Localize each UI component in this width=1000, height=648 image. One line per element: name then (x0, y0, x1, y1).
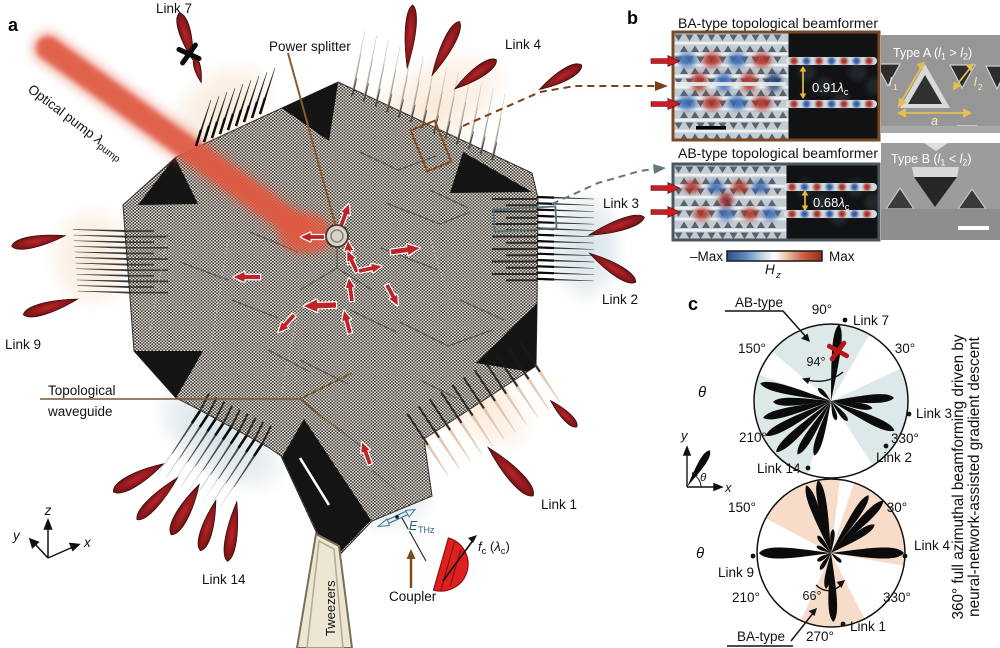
svg-text:Tweezers: Tweezers (323, 580, 338, 636)
svg-text:θ: θ (700, 472, 707, 484)
svg-text:c: c (688, 294, 698, 314)
svg-text:l: l (974, 75, 977, 89)
svg-text:a: a (931, 114, 938, 128)
svg-text:0.91λc: 0.91λc (812, 80, 849, 98)
svg-text:2: 2 (978, 82, 983, 92)
svg-text:AB-type topological beamformer: AB-type topological beamformer (678, 145, 878, 161)
svg-text:Link 4: Link 4 (914, 538, 951, 553)
svg-text:Link 4: Link 4 (505, 37, 542, 52)
svg-text:Link 3: Link 3 (916, 406, 952, 421)
svg-text:θ: θ (696, 545, 704, 562)
svg-text:x: x (724, 480, 732, 495)
svg-text:BA-type: BA-type (737, 629, 785, 644)
svg-text:Link 14: Link 14 (757, 461, 801, 476)
svg-text:Coupler: Coupler (389, 589, 437, 604)
svg-text:Type A (l1 > l2): Type A (l1 > l2) (893, 46, 972, 62)
svg-text:150°: 150° (738, 341, 766, 356)
svg-text:210°: 210° (732, 590, 760, 605)
svg-text:0.68λc: 0.68λc (813, 195, 850, 213)
svg-text:θ: θ (698, 384, 706, 401)
svg-text:Link 9: Link 9 (718, 565, 754, 580)
svg-text:E: E (409, 519, 418, 533)
svg-text:neural-network-assisted gradie: neural-network-assisted gradient descent (966, 336, 983, 616)
svg-text:330°: 330° (883, 590, 911, 605)
svg-text:l: l (889, 75, 892, 89)
svg-text:Link 2: Link 2 (876, 450, 912, 465)
svg-text:BA-type topological beamformer: BA-type topological beamformer (678, 15, 878, 31)
svg-text:a: a (8, 15, 19, 35)
svg-text:90°: 90° (812, 302, 832, 317)
svg-text:z: z (775, 270, 781, 281)
svg-text:210°: 210° (739, 430, 767, 445)
svg-text:150°: 150° (728, 500, 756, 515)
svg-text:x: x (83, 535, 92, 550)
svg-text:fc (λc): fc (λc) (478, 539, 510, 557)
svg-text:1: 1 (893, 82, 898, 92)
svg-text:AB-type: AB-type (735, 295, 783, 310)
svg-text:30°: 30° (887, 500, 907, 515)
svg-text:Max: Max (829, 249, 855, 264)
svg-text:z: z (44, 503, 52, 518)
svg-text:b: b (627, 8, 638, 28)
svg-text:Power splitter: Power splitter (269, 39, 351, 54)
svg-text:360° full azimuthal beamformin: 360° full azimuthal beamforming driven b… (950, 334, 967, 619)
svg-text:Link 9: Link 9 (5, 337, 41, 352)
svg-text:waveguide: waveguide (47, 404, 113, 419)
svg-text:Link 7: Link 7 (853, 313, 889, 328)
svg-text:330°: 330° (891, 431, 919, 446)
svg-text:270°: 270° (806, 629, 834, 644)
svg-text:–Max: –Max (690, 249, 723, 264)
svg-text:30°: 30° (895, 341, 915, 356)
svg-text:66°: 66° (803, 589, 822, 603)
svg-text:H: H (765, 262, 775, 277)
svg-text:Link 1: Link 1 (541, 497, 577, 512)
svg-text:y: y (12, 528, 21, 543)
svg-text:y: y (680, 428, 689, 443)
svg-text:Link 3: Link 3 (603, 196, 639, 211)
svg-text:Link 7: Link 7 (156, 1, 192, 16)
svg-text:Link 14: Link 14 (202, 572, 246, 587)
svg-text:THz: THz (418, 525, 435, 535)
svg-text:94°: 94° (807, 355, 826, 369)
svg-text:Link 1: Link 1 (850, 619, 886, 634)
svg-text:Link 2: Link 2 (602, 292, 638, 307)
svg-text:Type B (l1 < l2): Type B (l1 < l2) (891, 152, 972, 168)
svg-text:Topological: Topological (48, 383, 116, 398)
